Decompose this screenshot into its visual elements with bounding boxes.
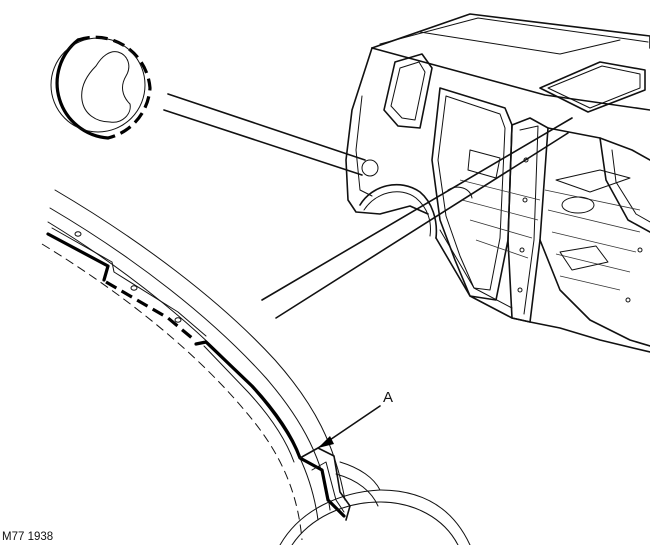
a-pillar-inner	[611, 149, 650, 223]
floor-pan-hole	[561, 196, 595, 214]
rear-wheel-arch	[359, 183, 438, 239]
sealant-bead-hidden-segment	[105, 280, 194, 340]
section-leader-lines	[261, 117, 573, 319]
rear-quarter-inner-line	[355, 95, 373, 197]
sunroof-inner-edge	[547, 65, 641, 109]
callout-a: A	[317, 389, 393, 449]
section-leader-upper	[261, 117, 573, 301]
rear-door-opening	[431, 87, 513, 301]
roof-inner-edge	[379, 17, 649, 45]
roof-panel-line	[419, 31, 621, 55]
callout-a-arrowhead	[318, 436, 334, 448]
detail-circle-solid-arc	[55, 38, 110, 140]
front-sill-line	[539, 239, 650, 347]
pillar-holes	[517, 157, 643, 303]
rear-quarter-window	[383, 53, 433, 129]
b-pillar	[507, 117, 549, 323]
flange-holes	[74, 231, 182, 323]
spare-tire-well	[555, 169, 631, 193]
detail-leader-lines	[163, 93, 379, 177]
sealant-bead-segment-1	[46, 232, 110, 282]
plug-location-marker	[361, 159, 379, 177]
rear-wheel-arch-inner	[363, 191, 431, 237]
flange-edge	[51, 227, 207, 337]
rear-quarter-outline	[345, 47, 429, 215]
sealant-bead-edge	[203, 345, 295, 463]
roof-front-edge	[371, 13, 650, 49]
sunroof-opening	[539, 61, 646, 113]
callout-a-label: A	[383, 389, 393, 406]
section-hidden-line	[41, 243, 303, 541]
figure-code-label: M77 1938	[2, 531, 53, 543]
section-outer-line-1	[54, 189, 346, 501]
detail-circle-inner-ring	[50, 37, 146, 133]
vehicle-body-shell	[345, 13, 650, 353]
detail-circle-dashed-arc	[77, 35, 152, 140]
stepped-corner-inner	[311, 461, 345, 513]
b-pillar-inner-line	[519, 125, 539, 315]
section-outer-line-3	[47, 221, 319, 521]
section-leader-lower	[275, 132, 569, 319]
wheel-arch-outer	[279, 489, 471, 546]
section-outer-line-2	[49, 207, 331, 511]
stepped-corner-curve-1	[339, 461, 381, 491]
wheel-arch-inner	[291, 501, 459, 546]
tunnel-bracket	[559, 245, 609, 271]
leader-line-upper	[167, 93, 366, 161]
leader-line-lower	[163, 109, 363, 176]
enlarged-roof-rail-section	[41, 189, 471, 546]
plug-cutout-shape	[81, 51, 131, 123]
sealant-bead-segment-2	[194, 340, 346, 518]
rocker-panel-inner	[439, 229, 513, 309]
floor-cross-members-front	[544, 189, 641, 291]
rocker-panel	[435, 237, 650, 353]
rear-quarter-window-inner	[390, 61, 426, 121]
front-door-opening-top	[547, 127, 650, 161]
rear-door-opening-inner	[437, 95, 506, 291]
detail-circle-inset	[50, 35, 152, 140]
floor-cross-members-rear	[459, 179, 541, 259]
a-pillar-edge	[599, 137, 650, 233]
